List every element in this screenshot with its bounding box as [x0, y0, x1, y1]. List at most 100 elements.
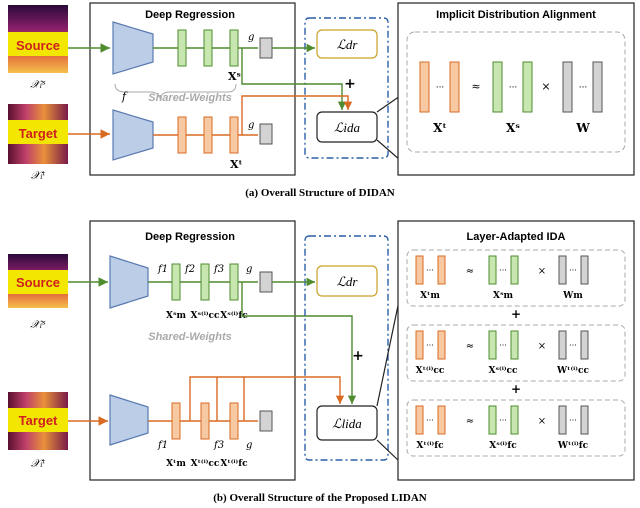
lida-row-3-s-label: Xˢ⁽ⁱ⁾fc	[489, 440, 517, 451]
panel-a: Source 𝒳ᵢˢ Target 𝒳ᵢᵗ Deep Regression g …	[8, 2, 635, 199]
lida-row-2-w-col1	[558, 330, 567, 360]
lida-rows: ···Xᵗm···Xˢm···Wm≈×+···Xᵗ⁽ⁱ⁾cc···Xˢ⁽ⁱ⁾cc…	[406, 249, 626, 457]
xt-label-a: Xᵗ	[230, 158, 243, 171]
shared-weights-a: Shared-Weights	[148, 92, 232, 104]
plus-a: +	[344, 76, 356, 92]
ida-title-a: Implicit Distribution Alignment	[436, 9, 596, 21]
target-fc2-a	[203, 116, 213, 154]
source-label-a: Source	[16, 38, 60, 53]
regression-title-a: Deep Regression	[145, 9, 235, 21]
target-l3-b	[229, 402, 239, 440]
layer-bot-f1: f1	[157, 440, 168, 451]
source-spectrogram-b: Source	[8, 254, 68, 308]
lida-row-2-t-dots: ···	[426, 341, 434, 350]
connector-top-a	[376, 95, 401, 113]
connector-top-b	[376, 295, 401, 407]
ida-dots-2: ···	[509, 83, 518, 93]
lida-row-3-w-col2	[580, 405, 589, 435]
target-output-b	[259, 410, 273, 432]
source-spectrogram-a: Source	[8, 5, 68, 73]
target-fc3-a	[229, 116, 239, 154]
g-target-a: g	[248, 120, 254, 131]
lida-row-2-w-dots: ···	[569, 341, 577, 350]
lida-row-1-s-dots: ···	[499, 266, 507, 275]
shared-weights-b: Shared-Weights	[148, 331, 232, 343]
ida-w-col2	[592, 61, 603, 113]
ida-w-label: W	[575, 121, 590, 135]
tgt-feat-cc: Xᵗ⁽ⁱ⁾cc	[191, 458, 220, 469]
lida-row-plus-1: +	[511, 307, 521, 321]
loss-dr-b: ℒdr	[337, 274, 359, 289]
encoder-source-b	[109, 255, 149, 309]
lida-row-1-t-col2	[437, 255, 446, 285]
ida-approx: ≈	[471, 80, 480, 93]
encoder-target-a	[112, 109, 154, 161]
lida-row-2-t-label: Xᵗ⁽ⁱ⁾cc	[416, 365, 445, 376]
shared-weights-brace-a	[114, 83, 237, 100]
target-l2-b	[200, 402, 210, 440]
layer-bot-f3: f3	[213, 440, 224, 451]
plus-b: +	[352, 348, 364, 364]
lida-row-3-t-col2	[437, 405, 446, 435]
lida-row-3-s-dots: ···	[499, 416, 507, 425]
lida-row-2-s-col1	[488, 330, 497, 360]
lida-row-2-s-dots: ···	[499, 341, 507, 350]
source-to-lida-b	[241, 282, 357, 404]
source-l3-b	[229, 263, 239, 301]
lida-row-1-w-dots: ···	[569, 266, 577, 275]
lida-row-1-s-label: Xˢm	[493, 291, 514, 301]
target-spectrogram-a: Target	[8, 104, 68, 164]
target-domain-a: 𝒳ᵢᵗ	[31, 169, 46, 182]
lida-row-3-w-col1	[558, 405, 567, 435]
ida-xt-col2	[449, 61, 460, 113]
ida-dots-1: ···	[436, 83, 445, 93]
source-output-a	[259, 37, 273, 59]
ida-xs-col1	[492, 61, 503, 113]
loss-box-b	[304, 235, 389, 461]
tgt-feat-m: Xᵗm	[166, 459, 186, 469]
target-label-a: Target	[19, 126, 58, 141]
target-l1-b	[171, 402, 181, 440]
f-label-a: f	[121, 90, 128, 103]
loss-dr-box-b	[316, 265, 378, 297]
lida-row-3-s-col1	[488, 405, 497, 435]
lida-row-1-s-col1	[488, 255, 497, 285]
source-domain-a: 𝒳ᵢˢ	[30, 78, 46, 91]
ida-dashed-a	[406, 31, 626, 153]
layer-top-f2: f2	[184, 264, 195, 275]
g-source-a: g	[248, 32, 254, 43]
ida-xt-col1	[419, 61, 430, 113]
lida-row-2-s-col2	[510, 330, 519, 360]
ida-times: ×	[541, 80, 550, 93]
loss-lida-b: ℒlida	[332, 416, 362, 431]
target-output-a	[259, 123, 273, 145]
src-feat-fc: Xˢ⁽ⁱ⁾fc	[220, 310, 248, 321]
xs-label-a: Xˢ	[228, 70, 241, 83]
lida-title-b: Layer-Adapted IDA	[466, 231, 565, 243]
lida-row-3-approx: ≈	[466, 416, 474, 427]
loss-lida-box-b	[316, 405, 378, 441]
connector-bottom-a	[376, 139, 401, 161]
src-feat-m: Xˢm	[166, 311, 187, 321]
ida-xs-label: Xˢ	[506, 121, 520, 135]
lida-row-1-t-col1	[415, 255, 424, 285]
lida-row-3-times: ×	[538, 416, 546, 427]
loss-dr-a: ℒdr	[337, 37, 359, 52]
connector-bottom-b	[376, 439, 401, 463]
tgt-feat-fc: Xᵗ⁽ⁱ⁾fc	[220, 458, 248, 469]
source-to-lida-a	[241, 48, 347, 110]
layer-bot-g: g	[246, 440, 252, 451]
source-label-b: Source	[16, 275, 60, 290]
source-l1-b	[171, 263, 181, 301]
loss-ida-a: ℒida	[334, 120, 360, 135]
panel-b: Source 𝒳ᵢˢ Target 𝒳ᵢᵗ Deep Regression f1…	[8, 220, 635, 504]
lida-row-2-times: ×	[538, 341, 546, 352]
source-fc2-a	[203, 29, 213, 67]
deep-regression-box-a	[89, 2, 296, 176]
ida-xs-col2	[522, 61, 533, 113]
src-feat-cc: Xˢ⁽ⁱ⁾cc	[190, 310, 220, 321]
lida-row-2-w-label: Wᵗ⁽ⁱ⁾cc	[556, 365, 589, 376]
encoder-target-b	[109, 394, 149, 446]
lida-row-plus-2: +	[511, 382, 521, 396]
source-fc1-a	[177, 29, 187, 67]
